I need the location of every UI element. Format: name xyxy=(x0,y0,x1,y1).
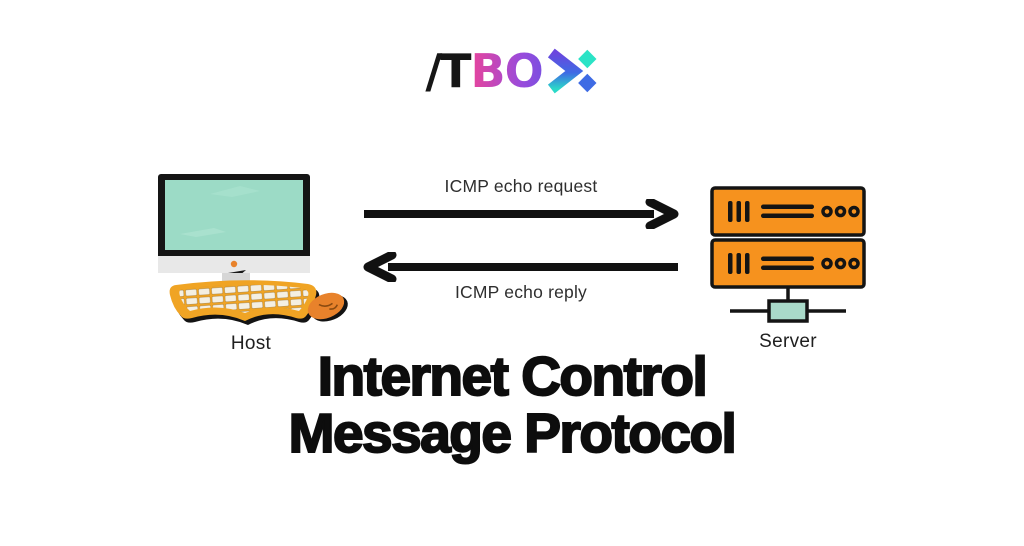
arrow-left-icon xyxy=(363,252,678,282)
page-title: Internet Control Message Protocol xyxy=(0,345,1024,464)
mouse xyxy=(307,292,348,322)
logo-x-icon xyxy=(548,48,597,94)
keyboard-keys xyxy=(179,284,309,313)
network-connector xyxy=(730,287,846,323)
host-computer-icon xyxy=(158,174,348,325)
arrow-right-icon xyxy=(364,199,679,229)
server-label: Server xyxy=(759,331,817,352)
server-unit-1 xyxy=(710,186,866,237)
itbox-logo: /T BO xyxy=(425,42,598,100)
page-title-line1: Internet Control xyxy=(317,345,709,407)
host-label: Host xyxy=(230,333,272,354)
icmp-request-label: ICMP echo request xyxy=(444,176,598,196)
page-title-line2: Message Protocol xyxy=(288,402,738,464)
server-rack-icon xyxy=(710,186,866,323)
server-unit-2 xyxy=(710,238,866,289)
camera-dot xyxy=(230,260,238,268)
icmp-reply-label: ICMP echo reply xyxy=(454,282,588,302)
logo-it-text: /T xyxy=(425,44,471,98)
logo-bo-text: BO xyxy=(470,44,544,98)
